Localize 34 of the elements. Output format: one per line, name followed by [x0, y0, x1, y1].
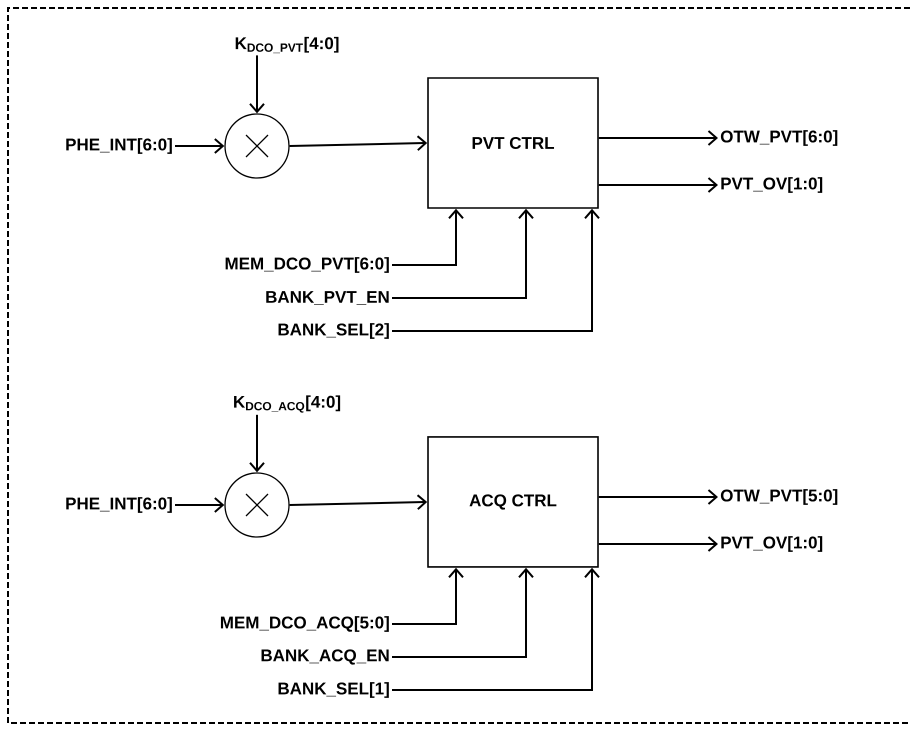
arrow [392, 568, 534, 658]
signal-label: OTW_PVT[6:0] [720, 130, 838, 146]
arrow [249, 414, 265, 472]
signal-label: PHE_INT[6:0] [66, 497, 172, 513]
signal-label: MEM_DCO_PVT[6:0] [226, 257, 389, 273]
signal-label: BANK_PVT_EN [266, 291, 389, 305]
signal-label: PHE_INT[6:0] [66, 138, 172, 154]
signal-label: BANK_ACQ_EN [262, 649, 389, 665]
signal-label: BANK_SEL[2] [278, 323, 389, 339]
arrow [392, 568, 464, 625]
arrow [175, 138, 224, 154]
arrow [290, 494, 428, 510]
arrow [175, 497, 224, 513]
arrow [598, 536, 718, 552]
control-block-box: PVT CTRL [427, 77, 599, 209]
signal-label: PVT_OV[1:0] [721, 177, 822, 193]
signal-label: OTW_PVT[5:0] [720, 489, 838, 505]
arrow [392, 568, 600, 691]
signal-label: PVT_OV[1:0] [721, 536, 822, 552]
arrow [392, 208, 600, 332]
multiplier-circle [224, 113, 290, 179]
arrow [249, 55, 265, 114]
signal-label: BANK_SEL[1] [278, 682, 389, 698]
signal-label: K$_{DCO_ACQ}$[4:0] [234, 395, 340, 413]
control-block-box: ACQ CTRL [427, 436, 599, 568]
arrow [290, 135, 428, 151]
arrow [598, 489, 718, 505]
signal-label: K$_{DCO_PVT}$[4:0] [236, 36, 338, 54]
arrow [598, 177, 718, 193]
signal-label: MEM_DCO_ACQ[5:0] [220, 616, 389, 632]
multiplier-circle [224, 472, 290, 538]
arrow [392, 208, 464, 266]
arrow [392, 208, 534, 299]
arrow [598, 130, 718, 146]
